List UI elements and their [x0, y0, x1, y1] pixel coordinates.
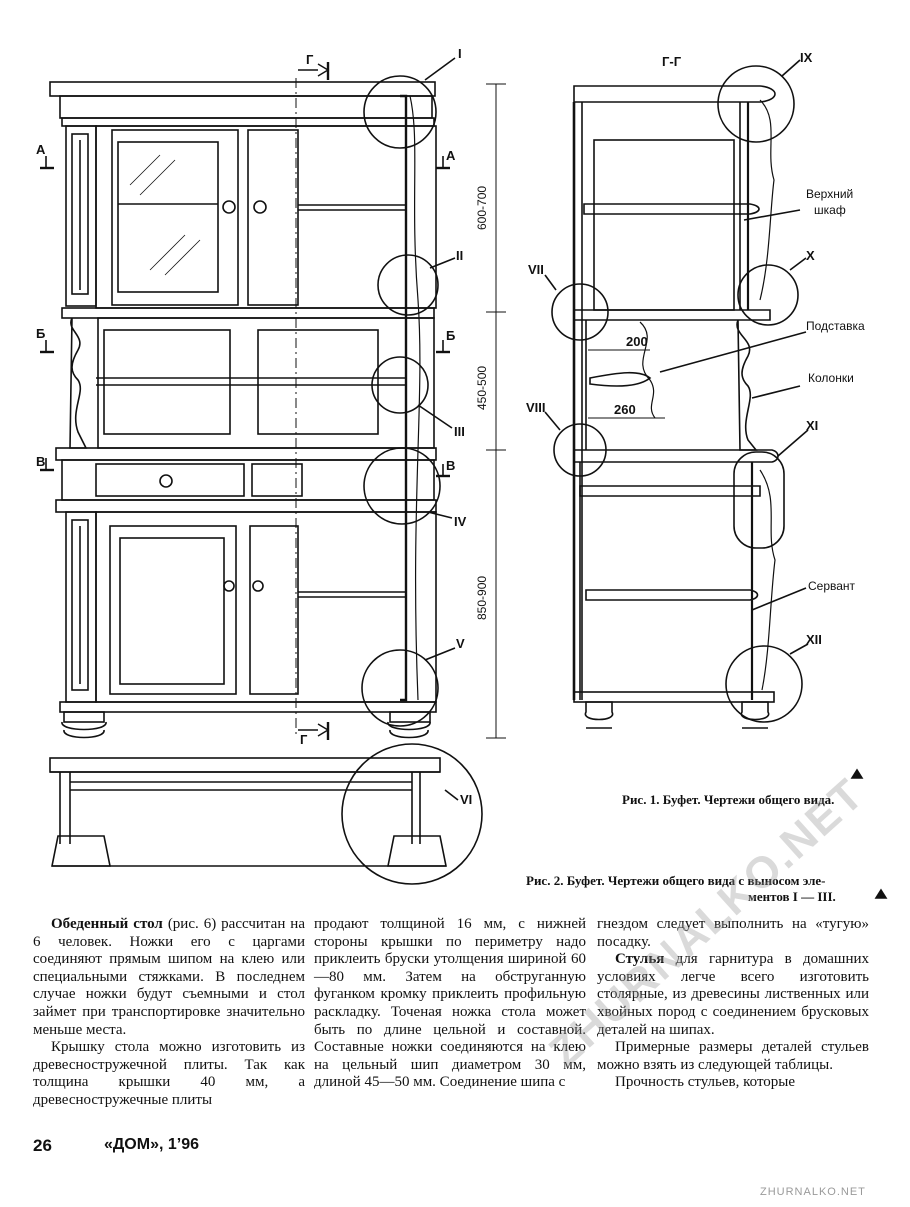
table-plan-view [49, 757, 447, 867]
detail-label-VIII: VIII [526, 400, 546, 415]
paragraph-text: для гарнитура в домашних условиях легче … [597, 951, 869, 1038]
paragraph-text: продают толщиной 16 мм, с нижней стороны… [314, 916, 586, 1091]
article-column-3: гнездом следует выполнить на «тугую» пос… [597, 916, 869, 1092]
article-column-2: продают толщиной 16 мм, с нижней стороны… [314, 916, 586, 1092]
detail-circle-VI [341, 743, 483, 885]
paragraph-text: (рис. 6) рассчитан на 6 человек. Ножки е… [33, 916, 305, 1038]
detail-circle-X [737, 264, 799, 326]
section-label-a-left: А [36, 142, 46, 157]
dimension-depth-bottom: 260 [614, 402, 636, 417]
section-label-v-left: В [36, 454, 45, 469]
detail-label-X: X [806, 248, 815, 263]
section-label-a-right: А [446, 148, 456, 163]
magazine-issue: «ДОМ», 1’96 [104, 1136, 199, 1153]
detail-circle-III [371, 356, 429, 414]
part-label-columns: Колонки [808, 371, 854, 385]
paragraph-text: Примерные размеры деталей стульев можно … [597, 1039, 869, 1073]
buffet-section-view [572, 85, 779, 729]
detail-label-III: III [454, 424, 465, 439]
section-label-b-right: Б [446, 328, 455, 343]
section-label-g-top: Г [306, 52, 314, 67]
section-label-g-bottom: Г [300, 732, 308, 747]
part-label-sideboard: Сервант [808, 579, 856, 593]
dimension-lower: 850-900 [475, 576, 489, 620]
figure-2-caption-line2: ментов I — III. [748, 889, 836, 904]
heading-chairs: Стулья [615, 951, 665, 968]
detail-label-XII: XII [806, 632, 822, 647]
dimension-depth-top: 200 [626, 334, 648, 349]
detail-label-II: II [456, 248, 463, 263]
buffet-front-view [49, 78, 437, 739]
detail-circle-II [377, 254, 439, 316]
part-label-stand: Подставка [806, 319, 865, 333]
part-label-upper-cabinet-2: шкаф [814, 203, 846, 217]
detail-circle-XI [733, 451, 785, 549]
dimension-upper: 600-700 [475, 186, 489, 230]
figure-2-caption-line1: Рис. 2. Буфет. Чертежи общего вида с вын… [526, 873, 826, 888]
section-label-v-right: В [446, 458, 455, 473]
technical-drawing: Г Г Г-Г А А Б Б В В I II III IV V VI VII… [36, 46, 888, 899]
detail-label-VII: VII [528, 262, 544, 277]
detail-circle-V [361, 649, 439, 727]
figure-1-caption: Рис. 1. Буфет. Чертежи общего вида. [622, 792, 835, 807]
detail-label-V: V [456, 636, 465, 651]
detail-circle-IX [717, 65, 795, 143]
section-label-b-left: Б [36, 326, 45, 341]
part-label-upper-cabinet-1: Верхний [806, 187, 853, 201]
detail-circle-VIII [553, 423, 607, 477]
detail-label-VI: VI [460, 792, 472, 807]
detail-label-IX: IX [800, 50, 813, 65]
paragraph-text: гнездом следует выполнить на «тугую» пос… [597, 916, 869, 950]
section-label-gg: Г-Г [662, 54, 682, 69]
detail-circle-VII [551, 283, 609, 341]
watermark-corner: ZHURNALKO.NET [760, 1186, 866, 1198]
detail-label-IV: IV [454, 514, 467, 529]
paragraph-text: Прочность стульев, которые [615, 1074, 796, 1091]
dimension-middle: 450-500 [475, 366, 489, 410]
detail-circle-XII [725, 645, 803, 723]
detail-circle-IV [363, 447, 441, 525]
detail-label-XI: XI [806, 418, 818, 433]
detail-label-I: I [458, 46, 462, 61]
page-number: 26 [33, 1136, 52, 1155]
article-column-1: Обеденный стол (рис. 6) рассчитан на 6 ч… [33, 916, 305, 1110]
paragraph-text: Крышку стола можно изготовить из древесн… [33, 1039, 305, 1108]
heading-dining-table: Обеденный стол [51, 916, 163, 932]
detail-circle-I [363, 75, 437, 149]
